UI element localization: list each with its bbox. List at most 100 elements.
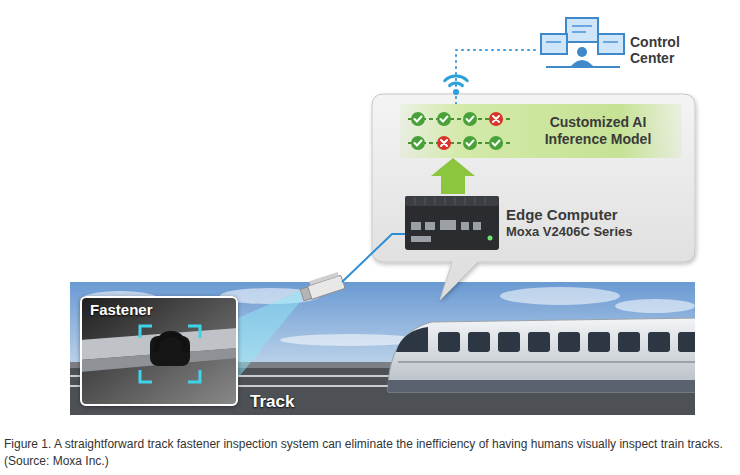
node-heading: Fastener: [90, 301, 228, 319]
train: [398, 361, 695, 363]
train: [388, 318, 695, 392]
edge-computer-device: [461, 222, 469, 230]
control-center-icon: [546, 66, 620, 68]
check-mark: [489, 112, 503, 126]
edge-computer-device: [405, 196, 499, 250]
edge-computer-device: [475, 197, 476, 205]
edge-computer-device: [465, 197, 466, 205]
check-row: [408, 112, 510, 126]
edge-computer-device: [425, 197, 426, 205]
train: [468, 332, 490, 352]
mark-glyph: [467, 117, 474, 122]
camera: [309, 272, 339, 285]
cloud: [615, 299, 695, 313]
train: [396, 327, 428, 352]
edge-computer-device: [445, 197, 446, 205]
edge-computer-device: [411, 222, 421, 230]
mark-glyph: [441, 117, 448, 122]
figure-caption: Figure 1. A straightforward track fasten…: [4, 436, 736, 470]
check-rows: [404, 104, 516, 158]
mark-glyph: [493, 141, 500, 146]
mark-glyph: [415, 141, 422, 146]
control-center-icon: [577, 47, 587, 57]
speech-bubble: [372, 94, 695, 300]
mark-circle: [437, 136, 451, 150]
wifi-icon: [445, 76, 468, 81]
control-center-icon: [546, 41, 561, 43]
edge-computer-device: [440, 220, 456, 230]
wifi-icon: [450, 83, 463, 86]
track-label: Track: [250, 392, 294, 412]
edge-computer-device: [405, 196, 499, 250]
train: [528, 332, 550, 352]
control-center-icon: [572, 25, 592, 27]
mark-circle: [463, 112, 477, 126]
mark-circle: [489, 136, 503, 150]
check-mark: [437, 136, 451, 150]
node-heading: Control Center: [630, 34, 713, 66]
edge-computer-device: [411, 220, 481, 242]
focus-bracket: [140, 326, 200, 382]
edge-computer-device: [415, 197, 416, 205]
train: [558, 332, 580, 352]
focus-bracket: [140, 326, 152, 338]
edge-computer-device: [425, 222, 435, 230]
train: [438, 332, 460, 352]
check-mark: [411, 136, 425, 150]
train: [678, 332, 695, 352]
mark-glyph: [467, 141, 474, 146]
train: [388, 318, 695, 392]
wifi-icon: [453, 89, 459, 95]
control-center-icon: [541, 34, 567, 54]
mark-glyph: [415, 117, 422, 122]
control-center-icon: [541, 18, 624, 67]
check-mark: [463, 136, 477, 150]
green-arrow: [441, 176, 465, 194]
camera: [299, 271, 345, 301]
edge-computer-device: [485, 197, 486, 205]
fastener-photo: [156, 334, 186, 352]
train: [618, 332, 640, 352]
train: [388, 380, 695, 392]
train: [648, 332, 670, 352]
mark-circle: [463, 136, 477, 150]
camera: [300, 287, 311, 301]
check-row: [408, 136, 510, 150]
edge-computer-device: [455, 197, 456, 205]
fastener-inset: Fastener: [80, 296, 238, 406]
focus-bracket: [188, 326, 200, 338]
wireless-link: [456, 50, 538, 104]
node-subtext: Moxa V2406C Series: [506, 224, 656, 240]
check-mark: [411, 112, 425, 126]
train: [438, 332, 695, 352]
check-mark: [437, 112, 451, 126]
check-mark: [463, 112, 477, 126]
mark-circle: [411, 136, 425, 150]
fastener-photo: [80, 296, 238, 406]
node-heading: Customized AI Inference Model: [522, 114, 674, 148]
edge-computer-device: [405, 196, 499, 206]
focus-bracket: [188, 370, 200, 382]
mark-circle: [489, 112, 503, 126]
train: [498, 332, 520, 352]
fastener-photo: [80, 296, 238, 406]
edge-computer-device: [411, 236, 431, 242]
control-center-icon: [546, 26, 618, 42]
control-center-icon: [571, 60, 593, 66]
node-heading: Edge Computer: [506, 206, 656, 224]
edge-computer-device: [488, 236, 493, 241]
camera-beam: [238, 289, 304, 378]
edge-computer: Edge ComputerMoxa V2406C Series: [402, 194, 660, 252]
check-mark: [489, 136, 503, 150]
control-center-icon: [572, 31, 586, 33]
edge-computer-device: [435, 197, 436, 205]
train: [588, 332, 610, 352]
focus-bracket: [140, 370, 152, 382]
control-center: Control Center: [538, 22, 713, 78]
edge-computer-device: [415, 197, 485, 205]
mark-circle: [411, 112, 425, 126]
control-center-icon: [603, 41, 618, 43]
mark-glyph: [441, 140, 447, 146]
